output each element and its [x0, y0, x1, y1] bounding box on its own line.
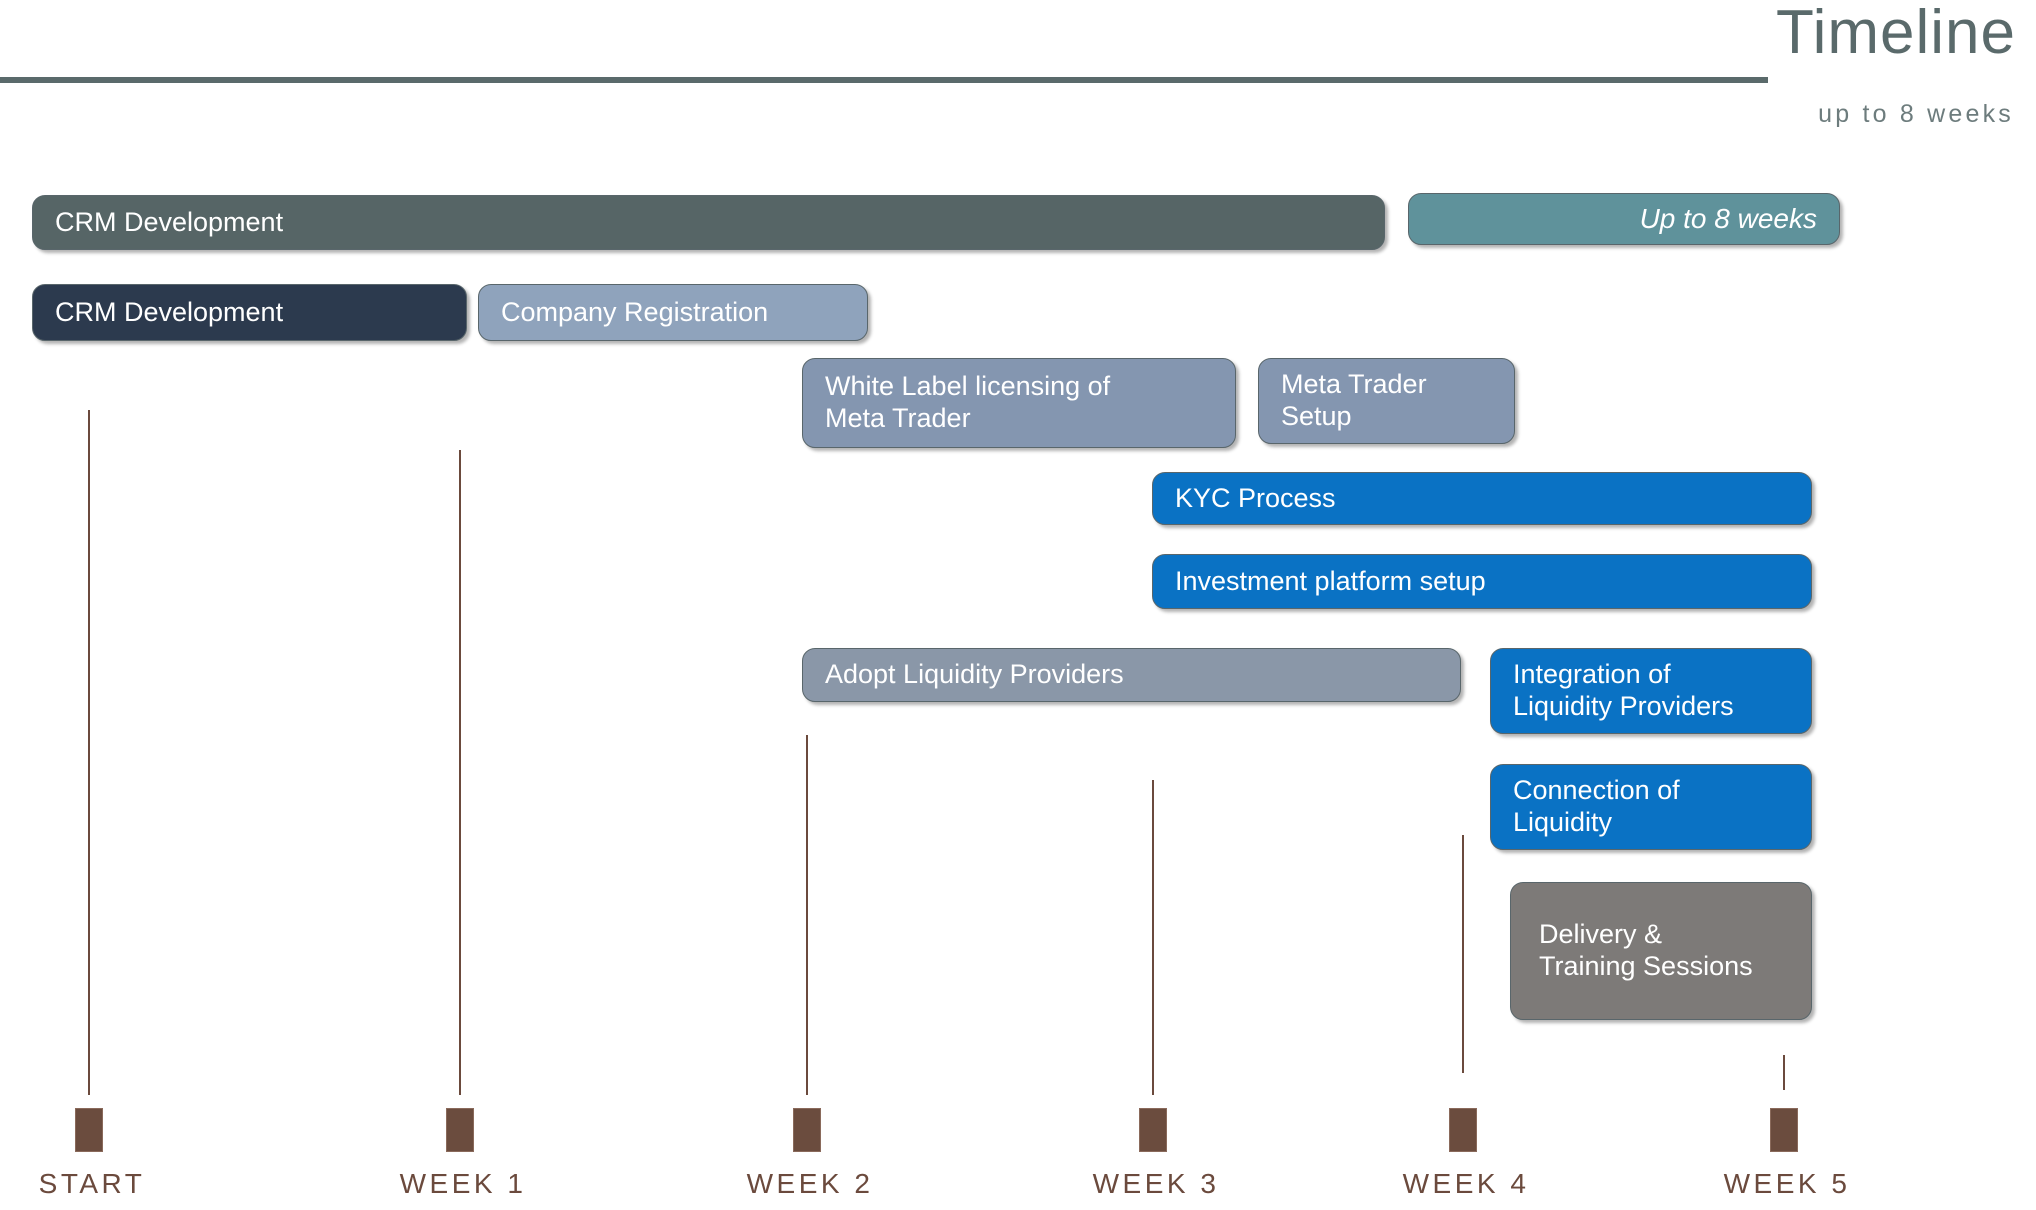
timeline-bar-label: Adopt Liquidity Providers [825, 659, 1124, 690]
timeline-bar[interactable]: KYC Process [1152, 472, 1812, 525]
timeline-bar-label: Meta Trader Setup [1281, 369, 1427, 431]
timeline-bar-label: Connection of Liquidity [1513, 775, 1680, 837]
timeline-bar-label: Investment platform setup [1175, 565, 1486, 596]
timeline-bar[interactable]: Integration of Liquidity Providers [1490, 648, 1812, 734]
connector-line [806, 735, 808, 1095]
axis-marker [793, 1108, 821, 1152]
timeline-bar[interactable]: Adopt Liquidity Providers [802, 648, 1461, 702]
connector-line [1152, 780, 1154, 1095]
timeline-bar[interactable]: Company Registration [478, 284, 868, 341]
axis-marker [75, 1108, 103, 1152]
page-title: Timeline [1776, 0, 2016, 67]
timeline-bar-label: Integration of Liquidity Providers [1513, 659, 1734, 721]
axis-label: WEEK 5 [1723, 1168, 1851, 1199]
timeline-bar-label: Company Registration [501, 296, 769, 327]
timeline-bar[interactable]: Meta Trader Setup [1258, 358, 1515, 444]
timeline-bar[interactable]: CRM Development [32, 195, 1385, 250]
timeline-bar-label: White Label licensing of Meta Trader [825, 371, 1111, 433]
timeline-bar[interactable]: White Label licensing of Meta Trader [802, 358, 1236, 448]
connector-line [1462, 835, 1464, 1073]
axis-label: WEEK 1 [399, 1168, 527, 1199]
axis-label: WEEK 2 [746, 1168, 874, 1199]
axis-marker [1770, 1108, 1798, 1152]
axis-label: WEEK 3 [1092, 1168, 1220, 1199]
page-subtitle: up to 8 weeks [1818, 100, 2014, 128]
timeline-bar[interactable]: Delivery & Training Sessions [1510, 882, 1812, 1020]
timeline-bar-label: CRM Development [55, 296, 284, 327]
axis-label: START [38, 1168, 146, 1199]
page-header: Timeline up to 8 weeks [0, 0, 2036, 140]
timeline-bar[interactable]: Investment platform setup [1152, 554, 1812, 609]
timeline-bar-label: Up to 8 weeks [1639, 203, 1817, 235]
timeline-bar-label: KYC Process [1175, 482, 1336, 513]
timeline-bar-label: CRM Development [55, 206, 284, 237]
connector-line [459, 450, 461, 1095]
axis-marker [1139, 1108, 1167, 1152]
timeline-bar[interactable]: Up to 8 weeks [1408, 193, 1840, 245]
axis-marker [1449, 1108, 1477, 1152]
header-divider [0, 77, 1768, 83]
axis-label: WEEK 4 [1402, 1168, 1530, 1199]
timeline-bar[interactable]: Connection of Liquidity [1490, 764, 1812, 850]
axis-marker [446, 1108, 474, 1152]
timeline-bar-label: Delivery & Training Sessions [1539, 919, 1753, 981]
connector-line [88, 410, 90, 1095]
connector-line [1783, 1055, 1785, 1090]
timeline-bar[interactable]: CRM Development [32, 284, 467, 341]
